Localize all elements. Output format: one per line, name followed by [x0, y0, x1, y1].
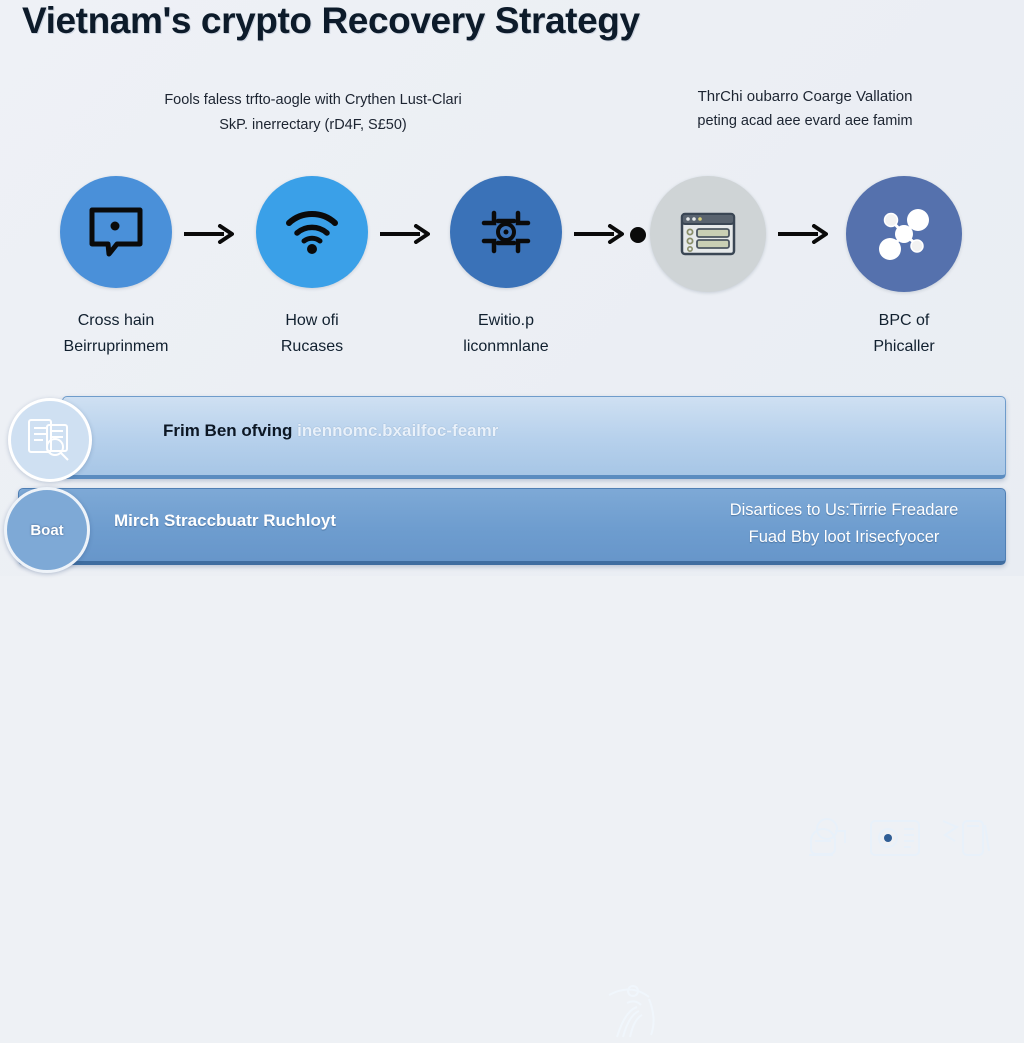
flow-step-1[interactable]	[60, 176, 172, 288]
flow-step-4[interactable]	[650, 176, 766, 292]
annotation-right: ThrChi oubarro Coarge Vallation peting a…	[645, 84, 965, 134]
feature-bar-2-text: Mirch Straccbuatr Ruchloyt	[114, 511, 336, 530]
feature-bar-2-badge: Boat	[4, 487, 90, 573]
annotation-right-line1: ThrChi oubarro Coarge Vallation	[697, 88, 913, 105]
wifi-icon	[283, 209, 341, 255]
feature-bar-2-right-line1: Disartices to Us:Tirrie Freadare	[729, 501, 959, 519]
annotation-right-line2: peting acad aee evard aee famim	[697, 113, 913, 129]
person-abstract-icon	[597, 981, 667, 1043]
feature-bar-1-text-faded: inennomc.bxailfoc-feamr	[297, 421, 499, 440]
flow-step-5-label: BPC of Phicaller	[826, 308, 982, 360]
flow-step-2[interactable]	[256, 176, 368, 288]
dot-marker	[630, 227, 646, 243]
flow-step-1-label: Cross hain Beirruprinmem	[36, 308, 196, 360]
feature-bar-2-right-line2: Fuad Bby loot Irisecfyocer	[748, 528, 940, 546]
flow-step-3-label: Ewitio.p liconmnlane	[430, 308, 582, 360]
flow-step-3-label-line2: liconmnlane	[463, 338, 549, 355]
phone-hand-icon	[939, 815, 993, 859]
browser-window-icon	[680, 212, 736, 256]
annotation-left-line2: SkP. inerrectary (rD4F, S£50)	[219, 117, 407, 133]
feature-bar-2-decor-icons	[597, 981, 667, 1043]
camera-panel-icon	[869, 817, 921, 857]
feature-bar-2[interactable]: Mirch Straccbuatr Ruchloyt Disartices to…	[18, 488, 1009, 1038]
flow-step-5-label-line1: BPC of	[878, 312, 930, 329]
arrow-right-icon	[776, 224, 828, 244]
chip-network-icon	[476, 203, 536, 261]
annotation-left-line1: Fools faless trfto-aogle with Crythen Lu…	[164, 92, 462, 108]
headset-icon	[801, 815, 851, 859]
flow-step-5-label-line2: Phicaller	[873, 338, 935, 355]
molecule-node-icon	[871, 203, 937, 265]
flow-step-1-label-line2: Beirruprinmem	[63, 338, 169, 355]
feature-bar-1-text-bold: Frim Ben ofving	[163, 421, 293, 440]
feature-bar-2-right-text: Disartices to Us:Tirrie Freadare Fuad Bb…	[679, 497, 1009, 551]
process-flow	[0, 176, 1024, 296]
annotation-left: Fools faless trfto-aogle with Crythen Lu…	[98, 88, 528, 138]
feature-bar-1[interactable]: Frim Ben ofving inennomc.bxailfoc-feamr	[62, 396, 1006, 856]
feature-bar-2-badge-label: Boat	[30, 521, 64, 539]
flow-step-2-label-line2: Rucases	[280, 338, 344, 355]
document-magnifier-icon	[25, 416, 75, 464]
flow-step-3[interactable]	[450, 176, 562, 288]
feature-bar-1-text: Frim Ben ofving inennomc.bxailfoc-feamr	[163, 421, 498, 441]
arrow-right-icon	[378, 224, 430, 244]
page-title: Vietnam's crypto Recovery Strategy	[22, 0, 640, 41]
arrow-right-icon	[182, 224, 234, 244]
flow-step-5[interactable]	[846, 176, 962, 292]
feature-bar-1-decor-icons	[801, 815, 993, 859]
speech-bubble-icon	[87, 206, 145, 258]
flow-step-2-label: How ofi Rucases	[236, 308, 388, 360]
flow-step-3-label-line1: Ewitio.p	[477, 312, 535, 329]
flow-step-1-label-line1: Cross hain	[77, 312, 155, 329]
arrow-right-icon	[572, 224, 624, 244]
flow-step-2-label-line1: How ofi	[285, 312, 339, 329]
feature-bar-1-badge	[8, 398, 92, 482]
